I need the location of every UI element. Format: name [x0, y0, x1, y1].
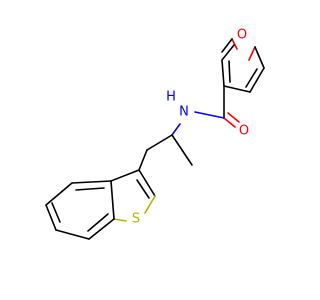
bond-ch-methyl [171, 134, 193, 166]
bond-c7a-c7-double [87, 213, 109, 232]
bond-c2-s [144, 195, 156, 214]
amide-group: O N H [166, 85, 249, 139]
bond-c6-c5-double [51, 202, 61, 223]
background [0, 0, 300, 300]
bond-s-c7a [113, 218, 127, 222]
bond-c4-c3a [71, 180, 112, 184]
bond-carbonyl-n [194, 111, 225, 119]
bond-o1-c5 [231, 38, 238, 50]
bond-c3-c3a [110, 169, 140, 182]
bond-carbonyl-o [223, 117, 236, 128]
bond-ch2-c3 [138, 149, 148, 171]
bond-carbonyl-o-double [227, 112, 240, 123]
bond-c4-c3a-double [75, 187, 105, 191]
molecule-structure: O O N H S [0, 0, 300, 300]
atom-oxygen-furan: O [237, 28, 247, 43]
bond-ch-ch2 [146, 134, 173, 151]
benzothiophene: S [45, 169, 156, 240]
bond-o1-c2 [248, 46, 256, 61]
bond-o1-c2-tail [254, 46, 265, 69]
bond-c3-c2-double [136, 179, 150, 199]
bond-c4-c5-double [228, 60, 231, 83]
bond-c6-c5 [45, 204, 57, 231]
bond-c5-c4 [45, 182, 73, 206]
propyl-chain [138, 134, 193, 171]
atom-hydrogen: H [166, 90, 176, 105]
bond-c2-c3 [249, 67, 265, 93]
bond-c7-c6 [55, 229, 90, 240]
bond-c3-c2 [138, 169, 156, 197]
bond-n-ch [171, 123, 181, 136]
bond-c4-c5 [221, 59, 225, 87]
bond-c7a-c7 [88, 218, 115, 240]
atom-sulfur: S [132, 212, 140, 227]
atom-nitrogen: N [179, 105, 189, 120]
bond-c3-c4 [223, 85, 251, 93]
bond-c3a-c7a [110, 180, 115, 220]
bond-o1-c5-tail [221, 38, 233, 53]
bond-c2-c3-double [245, 68, 258, 88]
atom-oxygen-carbonyl: O [239, 124, 249, 139]
bond-c5-o1 [221, 44, 235, 61]
furan-ring: O [221, 28, 265, 93]
